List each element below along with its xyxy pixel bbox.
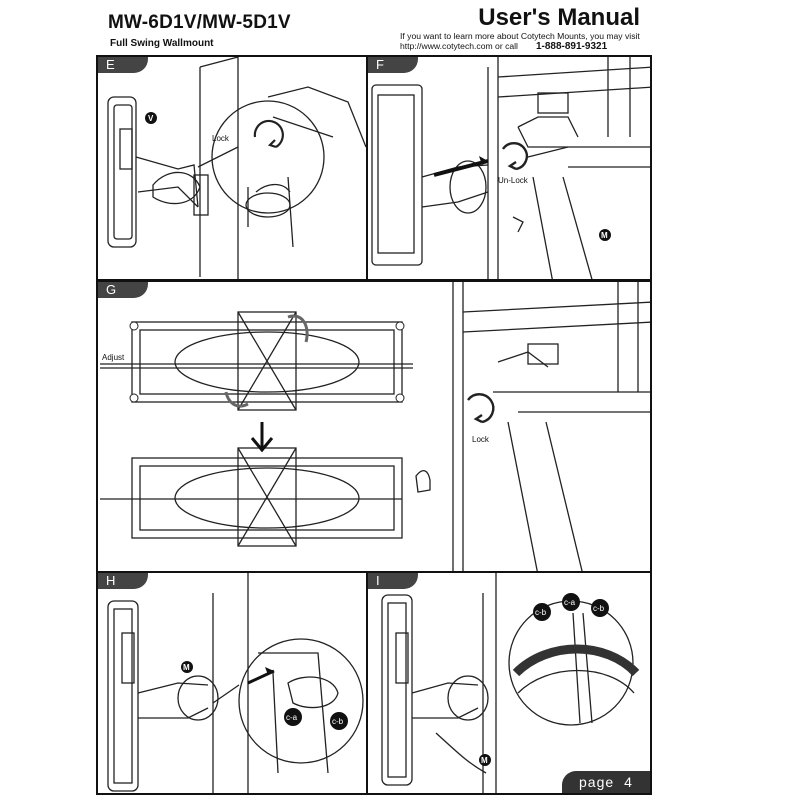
- callout-m: M: [481, 756, 488, 765]
- part-ca: c-a: [286, 713, 298, 722]
- part-ca-marker: [562, 593, 580, 611]
- panel-f-illustration: M Un-Lock: [371, 57, 650, 279]
- lock-label: Lock: [212, 134, 230, 143]
- panel-h-illustration: M c-a c-b: [107, 573, 364, 793]
- callout-v: V: [148, 114, 154, 123]
- panel-f-tab: F: [368, 57, 418, 73]
- panel-e-illustration: V Lock: [107, 57, 366, 279]
- part-cb1: c-b: [535, 608, 547, 617]
- callout-m: M: [183, 663, 190, 672]
- info-line-1: If you want to learn more about Cotytech…: [400, 31, 640, 41]
- part-ca: c-a: [564, 598, 576, 607]
- lock-label: Lock: [472, 435, 490, 444]
- part-cb1-marker: [533, 603, 551, 621]
- panel-g: Adjust Lock G: [96, 280, 652, 573]
- callout-m-marker: [181, 661, 193, 673]
- manual-title: User's Manual: [478, 4, 640, 31]
- subtitle: Full Swing Wallmount: [110, 38, 214, 49]
- callout-v-marker: [145, 112, 157, 124]
- panel-e-tab: E: [98, 57, 148, 73]
- part-cb2-marker: [591, 599, 609, 617]
- contact-info: If you want to learn more about Cotytech…: [400, 31, 650, 52]
- panel-i-illustration: c-b c-a c-b M: [381, 573, 640, 793]
- panel-e: V Lock E: [96, 55, 368, 281]
- part-cb: c-b: [332, 717, 344, 726]
- adjust-label: Adjust: [102, 353, 125, 362]
- panel-i-tab: I: [368, 573, 418, 589]
- website: http://www.cotytech.com or call: [400, 41, 518, 51]
- panel-i: c-b c-a c-b M I: [366, 571, 652, 795]
- callout-m-marker: [599, 229, 611, 241]
- callout-m-marker: [479, 754, 491, 766]
- panel-g-illustration: Adjust Lock: [100, 282, 650, 571]
- callout-m: M: [601, 231, 608, 240]
- panel-h: M c-a c-b H: [96, 571, 368, 795]
- panel-g-tab: G: [98, 282, 148, 298]
- model-title: MW-6D1V/MW-5D1V: [108, 12, 291, 33]
- part-cb2: c-b: [593, 604, 605, 613]
- page-label: page: [579, 774, 615, 790]
- part-cb-marker: [330, 712, 348, 730]
- page-indicator: page 4: [562, 771, 650, 793]
- panel-h-tab: H: [98, 573, 148, 589]
- phone-number: 1-888-891-9321: [535, 41, 608, 52]
- page-number: 4: [624, 774, 633, 790]
- info-line-2: http://www.cotytech.com or call 1-888-891…: [400, 41, 650, 52]
- panel-f: M Un-Lock F: [366, 55, 652, 281]
- part-ca-marker: [284, 708, 302, 726]
- unlock-label: Un-Lock: [498, 176, 529, 185]
